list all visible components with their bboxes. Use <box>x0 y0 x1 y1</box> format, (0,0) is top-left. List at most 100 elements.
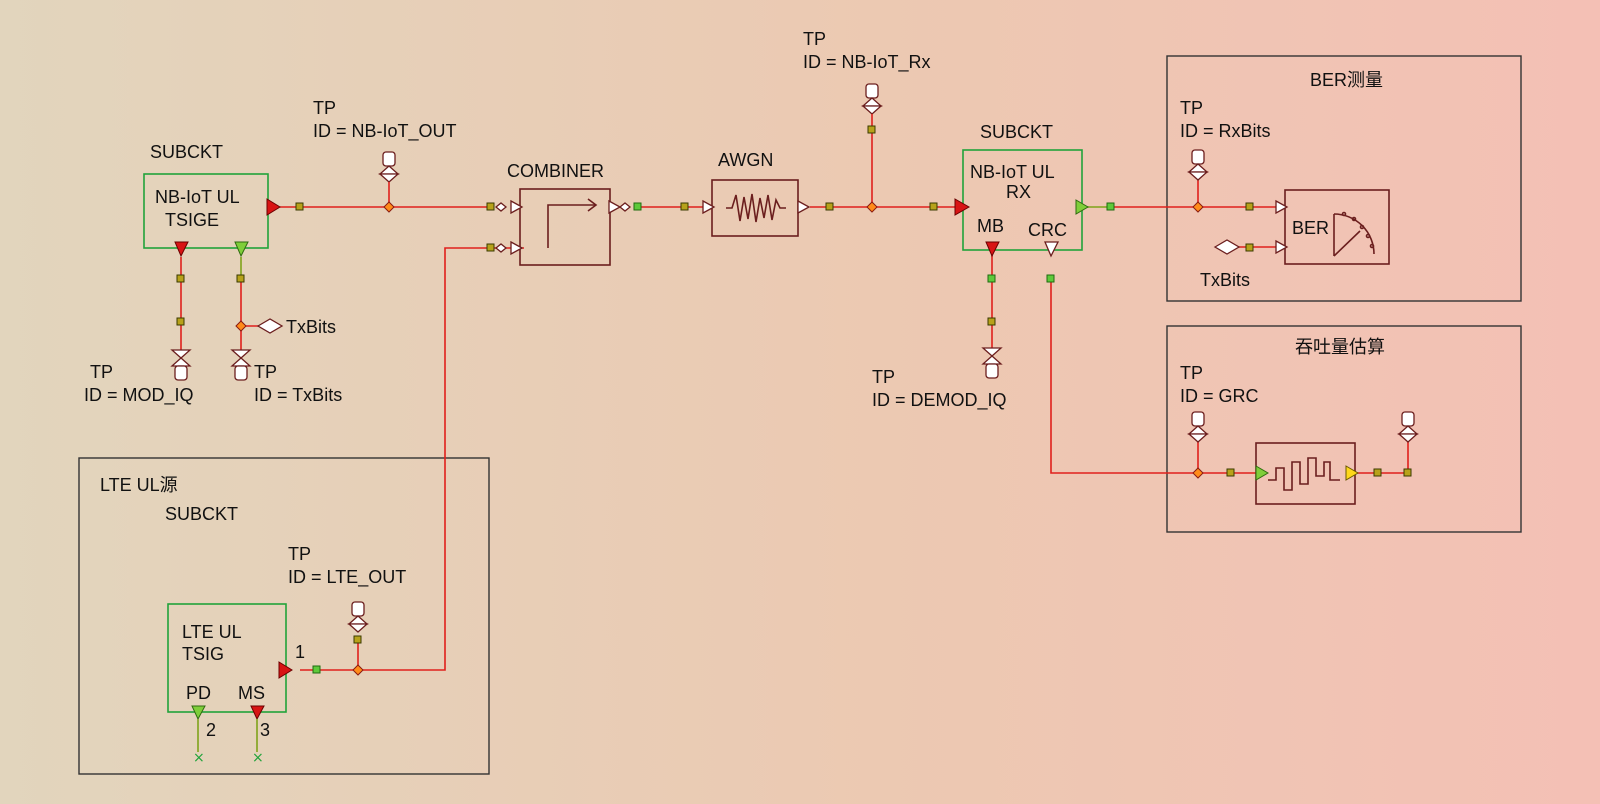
node <box>176 274 185 283</box>
tp-id: ID = TxBits <box>254 385 342 405</box>
input-port-icon[interactable] <box>1275 199 1289 215</box>
ber-meter-block[interactable] <box>1284 189 1390 265</box>
output-port-icon[interactable] <box>234 241 249 258</box>
node <box>1403 468 1412 477</box>
unconnected-icon: × <box>252 750 264 766</box>
combiner-arrow-icon <box>587 198 598 212</box>
junction <box>1192 201 1204 213</box>
tp-label: TP <box>1180 363 1203 383</box>
nbiot-tx-type: SUBCKT <box>150 142 223 162</box>
pin-label: 3 <box>260 720 270 740</box>
node <box>1226 468 1235 477</box>
unconnected-icon: × <box>193 750 205 766</box>
nbiot-rx-line1: NB-IoT UL <box>970 162 1055 182</box>
input-port-icon[interactable] <box>702 199 716 215</box>
output-port-icon[interactable] <box>608 199 622 215</box>
lte-source-group-title: LTE UL源 <box>100 475 178 495</box>
node <box>929 202 938 211</box>
pin-label: 1 <box>295 642 305 662</box>
input-port-icon[interactable] <box>510 199 524 215</box>
tp-id: ID = LTE_OUT <box>288 567 406 588</box>
node <box>486 243 495 252</box>
lte-src-pd-label: PD <box>186 683 211 703</box>
throughput-group[interactable] <box>1166 325 1522 533</box>
nbiot-rx-subckt[interactable] <box>962 149 1083 251</box>
node <box>1373 468 1382 477</box>
tp-id: ID = GRC <box>1180 386 1259 406</box>
combiner-arrow-icon <box>547 204 596 248</box>
node <box>176 317 185 326</box>
txbits-right-label: TxBits <box>1200 270 1250 290</box>
nbiot-rx-crc-label: CRC <box>1028 220 1067 240</box>
combiner-block[interactable] <box>519 188 611 266</box>
tp-label: TP <box>803 29 826 49</box>
test-point-icon[interactable] <box>1187 149 1209 181</box>
output-port-icon[interactable] <box>266 198 281 216</box>
lte-source-group[interactable] <box>78 457 490 775</box>
pin-label: 2 <box>206 720 216 740</box>
nbiot-tx-line2: TSIGE <box>165 210 219 230</box>
wire <box>300 247 524 671</box>
lte-src-ms-label: MS <box>238 683 265 703</box>
output-port-icon[interactable] <box>278 661 293 679</box>
node <box>236 274 245 283</box>
output-port-icon[interactable] <box>1075 199 1089 215</box>
tp-id: ID = MOD_IQ <box>84 385 194 406</box>
junctions <box>235 201 1204 676</box>
input-port-icon[interactable] <box>954 198 971 216</box>
node <box>867 125 876 134</box>
test-point-icon[interactable] <box>981 347 1003 379</box>
input-port-icon[interactable] <box>1255 465 1269 481</box>
throughput-group-title: 吞吐量估算 <box>1295 337 1385 357</box>
txbits-connector-icon[interactable] <box>1213 239 1241 255</box>
nbiot-rx-line2: RX <box>1006 182 1031 202</box>
junction <box>352 664 364 676</box>
tp-label: TP <box>872 367 895 387</box>
test-point-icon[interactable] <box>1397 411 1419 443</box>
lte-src-line2: TSIG <box>182 644 224 664</box>
awgn-type: AWGN <box>718 150 773 170</box>
junction <box>866 201 878 213</box>
test-point-icon[interactable] <box>170 349 192 381</box>
tp-id: ID = DEMOD_IQ <box>872 390 1007 411</box>
input-port-icon[interactable] <box>510 240 524 256</box>
tp-label: TP <box>254 362 277 382</box>
noise-icon <box>726 193 786 223</box>
output-port-icon[interactable] <box>191 705 206 721</box>
histogram-icon <box>1268 457 1340 491</box>
output-port-icon[interactable] <box>174 241 189 258</box>
node <box>825 202 834 211</box>
nbiot-tx-line1: NB-IoT UL <box>155 187 240 207</box>
combiner-type: COMBINER <box>507 161 604 181</box>
tp-id: ID = RxBits <box>1180 121 1271 141</box>
txbits-connector-icon[interactable] <box>256 318 284 334</box>
lte-src-subckt[interactable] <box>167 603 287 713</box>
output-port-icon[interactable] <box>1044 241 1060 258</box>
diamond-node-icon <box>494 202 508 212</box>
node <box>295 202 304 211</box>
input-port-icon[interactable] <box>1275 239 1289 255</box>
junction <box>235 320 247 332</box>
nbiot-rx-mb-label: MB <box>977 216 1004 236</box>
output-port-icon[interactable] <box>797 199 811 215</box>
node <box>486 202 495 211</box>
junction <box>1192 467 1204 479</box>
meter-icon <box>1333 211 1375 257</box>
node <box>1106 202 1115 211</box>
ber-measure-group[interactable] <box>1166 55 1522 302</box>
node <box>1245 243 1254 252</box>
test-point-icon[interactable] <box>230 349 252 381</box>
test-point-icon[interactable] <box>347 601 369 633</box>
tp-label: TP <box>288 544 311 564</box>
tp-label: TP <box>1180 98 1203 118</box>
node <box>353 635 362 644</box>
output-port-icon[interactable] <box>1345 465 1359 481</box>
output-port-icon[interactable] <box>985 241 1000 258</box>
test-point-icon[interactable] <box>861 83 883 130</box>
test-point-icon[interactable] <box>1187 411 1209 443</box>
output-port-icon[interactable] <box>250 705 265 721</box>
test-point-icon[interactable] <box>378 151 400 207</box>
throughput-block[interactable] <box>1255 442 1356 505</box>
junction <box>383 201 395 213</box>
